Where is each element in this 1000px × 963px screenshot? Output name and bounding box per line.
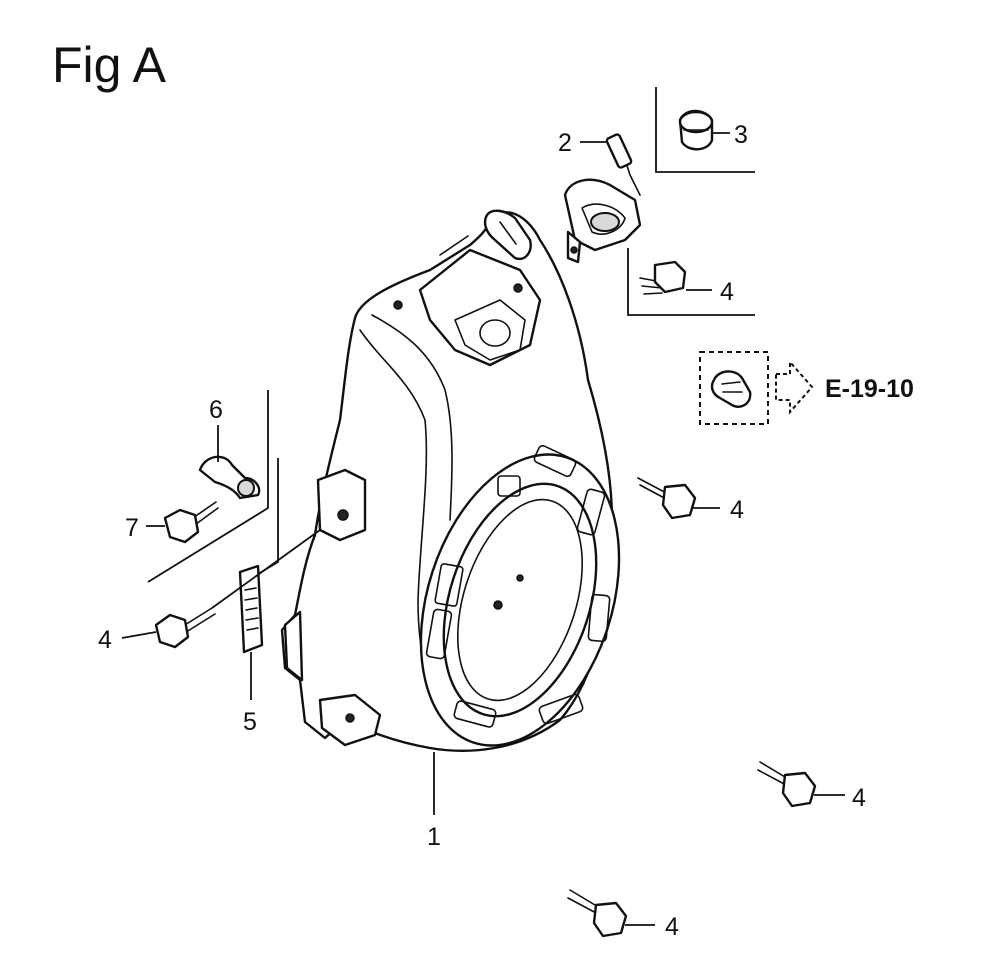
callout-6: 6: [209, 396, 223, 424]
bolt-part-lower-right: [757, 761, 817, 808]
leader-lines: [121, 132, 845, 926]
callout-2: 2: [558, 129, 572, 157]
bolt-part-top: [639, 260, 687, 295]
callout-7: 7: [125, 514, 139, 542]
callout-4-left: 4: [98, 626, 112, 654]
fan-cover-part: [280, 209, 621, 752]
clip-part: [238, 564, 264, 654]
bolt-part-mid-right: [637, 477, 697, 520]
callout-4-lower-right: 4: [852, 784, 866, 812]
right-arrow-icon: [775, 359, 814, 415]
reference-box: [699, 351, 814, 425]
figure-title: Fig A: [52, 37, 167, 93]
callout-1: 1: [427, 823, 441, 851]
sensor-connector-part: [563, 133, 642, 264]
bolt-part-left: [154, 607, 216, 649]
screw-part: [163, 501, 219, 544]
callout-3: 3: [734, 121, 748, 149]
reference-label: E-19-10: [825, 375, 914, 403]
cap-part: [678, 109, 714, 151]
bolt-part-bottom: [567, 889, 628, 938]
callout-4-mid-right: 4: [730, 496, 744, 524]
clamp-reference-icon: [710, 370, 752, 408]
callout-4-bottom: 4: [665, 913, 679, 941]
clamp-part: [198, 455, 261, 500]
callout-5: 5: [243, 708, 257, 736]
callout-4-top: 4: [720, 278, 734, 306]
